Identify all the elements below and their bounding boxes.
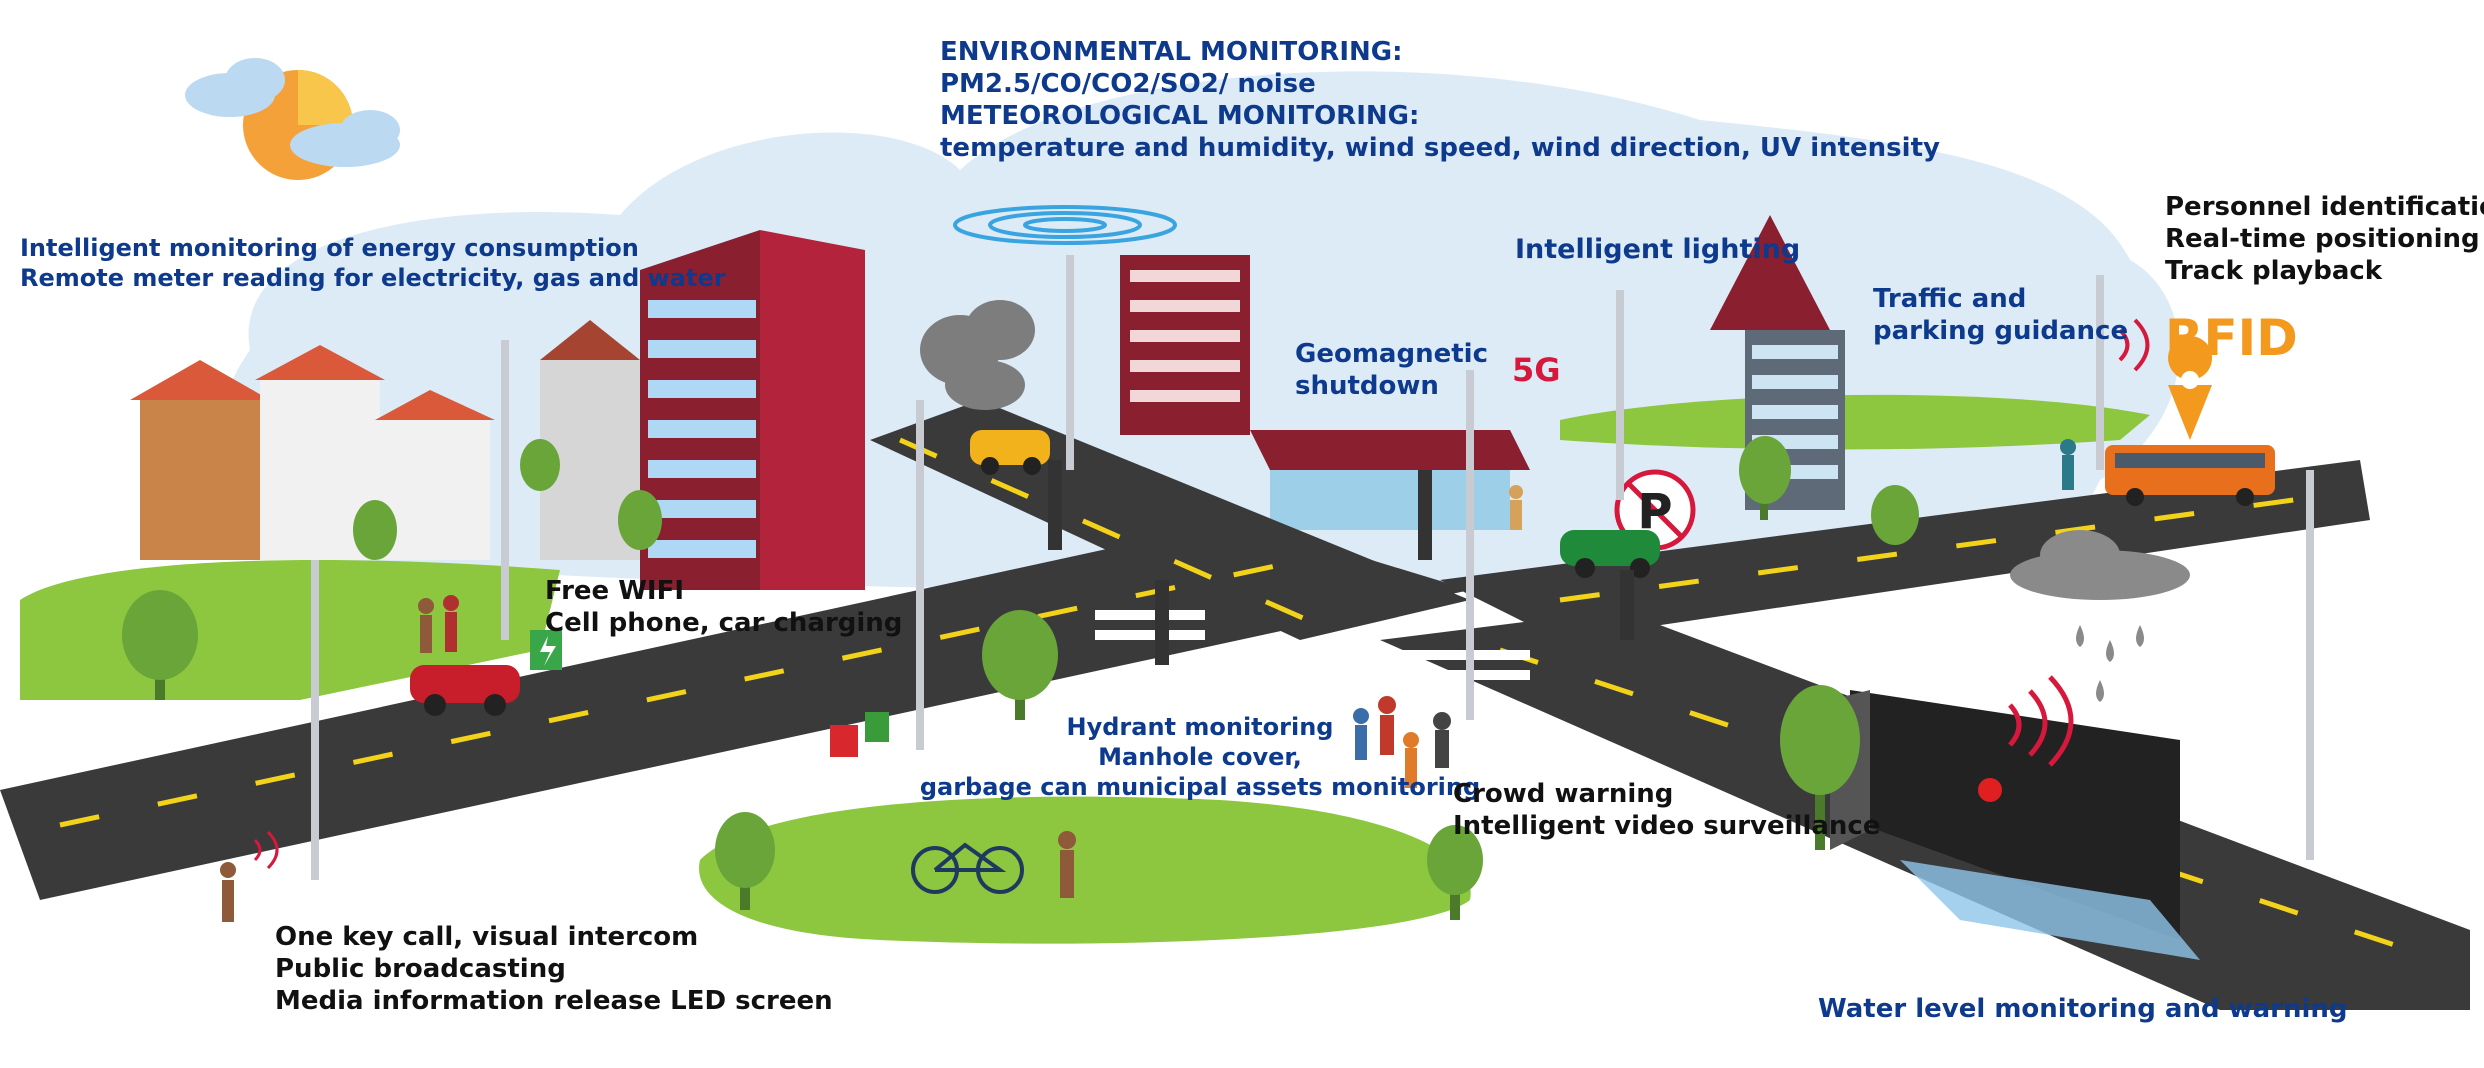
5g-label: 5G: [1512, 351, 1561, 389]
bicycle: [911, 842, 1024, 894]
grass-park: [699, 796, 1471, 944]
label-line: Free WIFI: [545, 576, 685, 606]
energy-monitoring-label: Intelligent monitoring of energy consump…: [20, 233, 726, 293]
shop-building: [1250, 430, 1530, 530]
crowd-warning-label: Crowd warning Intelligent video surveill…: [1453, 778, 1880, 842]
environmental-monitoring-label: ENVIRONMENTAL MONITORING: PM2.5/CO/CO2/S…: [940, 36, 1940, 164]
label-line: Personnel identification: [2165, 192, 2484, 222]
label-line: ENVIRONMENTAL MONITORING:: [940, 37, 1403, 67]
label-line: Intelligent monitoring of energy consump…: [20, 234, 639, 262]
rain-cloud-icon: [2010, 530, 2190, 702]
rfid-wave-icon: [2118, 318, 2150, 372]
wifi-charging-label: Free WIFI Cell phone, car charging: [545, 575, 902, 639]
location-pin-icon: [2168, 336, 2213, 440]
underpass-tunnel: [1830, 690, 2200, 960]
pedestrians: [220, 439, 2076, 922]
label-line: Crowd warning: [1453, 779, 1674, 809]
rfid-label: RFID: [2165, 309, 2298, 367]
label-line: temperature and humidity, wind speed, wi…: [940, 133, 1940, 163]
label-line: PM2.5/CO/CO2/SO2/ noise: [940, 69, 1316, 99]
geomagnetic-label: Geomagnetic shutdown: [1295, 338, 1488, 402]
garbage-bins: [830, 712, 889, 757]
label-line: Cell phone, car charging: [545, 608, 903, 638]
label-line: Real-time positioning: [2165, 224, 2480, 254]
smoke-cloud: [920, 300, 1035, 410]
label-line: shutdown: [1295, 371, 1439, 401]
label-line: Geomagnetic: [1295, 339, 1488, 369]
tower-building-red: [640, 230, 865, 590]
label-line: Traffic and: [1873, 284, 2027, 314]
sensor-signal-icon: [953, 205, 1177, 245]
label-line: Public broadcasting: [275, 954, 566, 984]
label-line: Media information release LED screen: [275, 986, 833, 1016]
street-lamps: [311, 255, 2314, 880]
alarm-wave-icon: [2008, 675, 2074, 767]
label-line: One key call, visual intercom: [275, 922, 699, 952]
label-line: Remote meter reading for electricity, ga…: [20, 264, 726, 292]
intelligent-lighting-label: Intelligent lighting: [1515, 234, 1801, 265]
tower-building-middle: [1120, 255, 1250, 435]
car-green: [1560, 530, 1660, 578]
traffic-parking-label: Traffic and parking guidance: [1873, 283, 2128, 347]
car-red: [410, 665, 520, 716]
traffic-lights: [1048, 460, 1634, 665]
label-line: Manhole cover,: [1098, 743, 1302, 771]
one-key-call-label: One key call, visual intercom Public bro…: [275, 921, 833, 1017]
label-line: Track playback: [2165, 256, 2383, 286]
label-line: Intelligent video surveillance: [1453, 811, 1881, 841]
car-yellow: [970, 430, 1050, 475]
label-line: METEOROLOGICAL MONITORING:: [940, 101, 1420, 131]
hydrant-monitoring-label: Hydrant monitoring Manhole cover, garbag…: [900, 712, 1500, 802]
houses-left: [130, 320, 640, 560]
charging-station-icon: [530, 630, 562, 670]
bus: [2105, 445, 2275, 506]
sun-cloud-icon: [185, 58, 400, 180]
water-level-label: Water level monitoring and warning: [1818, 994, 2348, 1024]
trees: [122, 436, 1919, 920]
label-line: garbage can municipal assets monitoring: [919, 773, 1481, 801]
intercom-wave-icon: [253, 830, 279, 870]
label-line: parking guidance: [1873, 316, 2129, 346]
grass-right: [1560, 394, 2150, 450]
personnel-identification-label: Personnel identification Real-time posit…: [2165, 191, 2484, 287]
label-line: Hydrant monitoring: [1066, 713, 1334, 741]
